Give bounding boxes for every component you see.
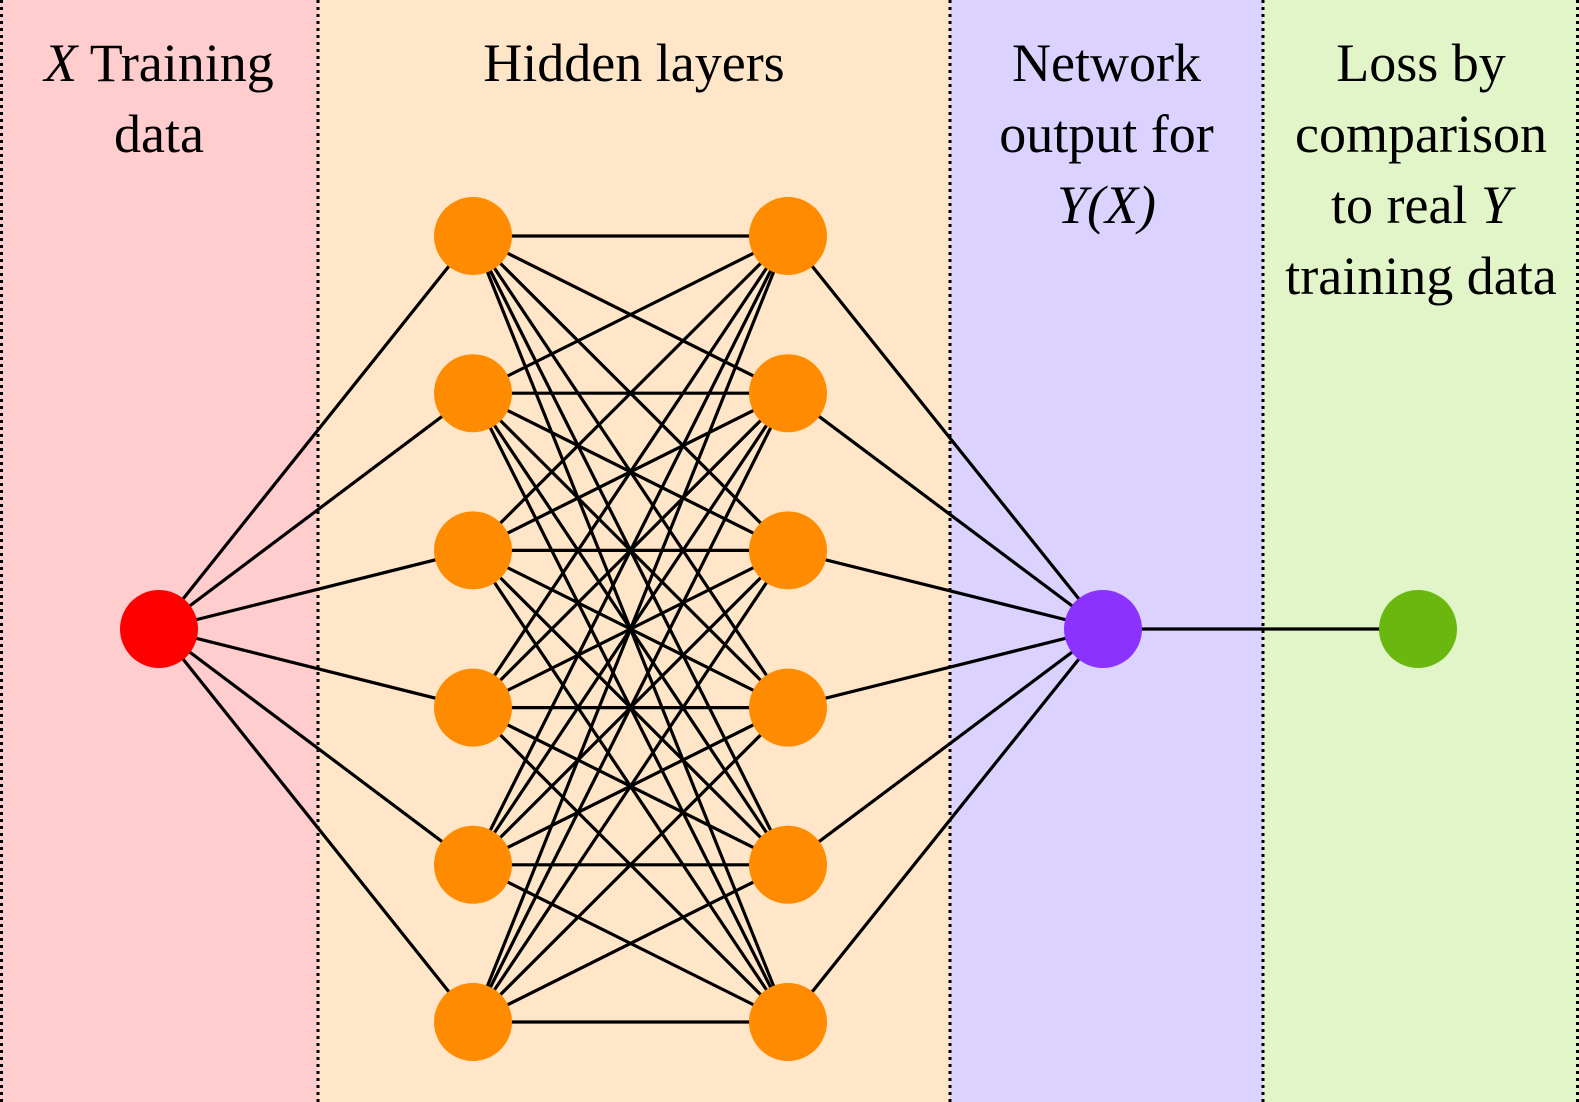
edge-hidden-1-5-to-hidden-2-1: [471, 392, 790, 1023]
input-panel-label: X Training data: [0, 28, 318, 170]
edge-hidden-1-4-to-hidden-2-0: [471, 235, 790, 866]
hidden-1-node-1: [434, 354, 512, 433]
hidden-1-node-2: [434, 511, 512, 590]
edge-hidden-1-5-to-hidden-2-0: [471, 235, 790, 1023]
input-node-0: [120, 590, 198, 668]
network-nodes: [120, 197, 1457, 1061]
loss-panel-label: Loss by comparison to real Y training da…: [1263, 28, 1579, 312]
hidden-1-node-0: [434, 197, 512, 275]
edge-hidden-1-5-to-hidden-2-2: [471, 549, 790, 1023]
edge-hidden-2-0-to-output-0: [786, 234, 1105, 631]
edge-hidden-2-1-to-output-0: [787, 391, 1104, 631]
hidden-1-node-3: [434, 668, 512, 747]
output-label-line-1: Network: [1012, 33, 1201, 93]
hidden-2-node-1: [749, 354, 827, 433]
loss-label-math: Y: [1480, 175, 1511, 235]
hidden-label-line-1: Hidden layers: [483, 33, 785, 93]
loss-label-text: to real: [1331, 175, 1481, 235]
output-node-0: [1064, 590, 1142, 668]
hidden-2-node-2: [749, 511, 827, 590]
loss-label-line-3: to real Y: [1263, 170, 1579, 241]
edge-hidden-1-1-to-hidden-2-0: [472, 234, 789, 395]
edge-hidden-1-3-to-hidden-2-0: [471, 235, 790, 709]
edge-hidden-2-3-to-output-0: [787, 627, 1104, 710]
edge-hidden-1-2-to-hidden-2-0: [471, 234, 790, 552]
edge-hidden-2-4-to-output-0: [787, 627, 1104, 867]
edge-input-0-to-hidden-1-2: [158, 548, 474, 631]
loss-node-0: [1379, 590, 1457, 668]
output-label-line-2: output for: [999, 104, 1214, 164]
loss-label-line-4: training data: [1285, 246, 1557, 306]
loss-panel: [1263, 0, 1579, 1102]
edge-hidden-2-2-to-output-0: [787, 548, 1104, 631]
hidden-2-node-0: [749, 197, 827, 275]
edge-input-0-to-hidden-1-1: [158, 391, 474, 631]
edge-input-0-to-hidden-1-0: [157, 235, 475, 630]
edge-hidden-2-5-to-output-0: [786, 627, 1105, 1024]
edge-hidden-1-5-to-hidden-2-4: [472, 863, 789, 1024]
hidden-2-node-4: [749, 825, 827, 904]
input-label-math: X: [44, 33, 78, 93]
hidden-2-node-3: [749, 668, 827, 747]
input-label-text: Training: [77, 33, 274, 93]
hidden-2-node-5: [749, 983, 827, 1061]
edge-input-0-to-hidden-1-3: [158, 627, 474, 710]
edge-hidden-1-5-to-hidden-2-3: [471, 706, 790, 1024]
hidden-panel-label: Hidden layers: [318, 28, 950, 99]
input-label-line-1: X Training: [0, 28, 318, 99]
output-label-math: Y(X): [1057, 175, 1156, 235]
loss-label-line-1: Loss by: [1336, 33, 1506, 93]
edge-input-0-to-hidden-1-5: [157, 628, 475, 1023]
output-panel-label: Network output for Y(X): [950, 28, 1263, 241]
edge-input-0-to-hidden-1-4: [158, 627, 474, 867]
loss-label-line-2: comparison: [1295, 104, 1547, 164]
output-panel: [950, 0, 1263, 1102]
hidden-1-node-5: [434, 983, 512, 1061]
network-edges: [157, 234, 1418, 1024]
hidden-1-node-4: [434, 825, 512, 904]
input-label-line-2: data: [114, 104, 204, 164]
